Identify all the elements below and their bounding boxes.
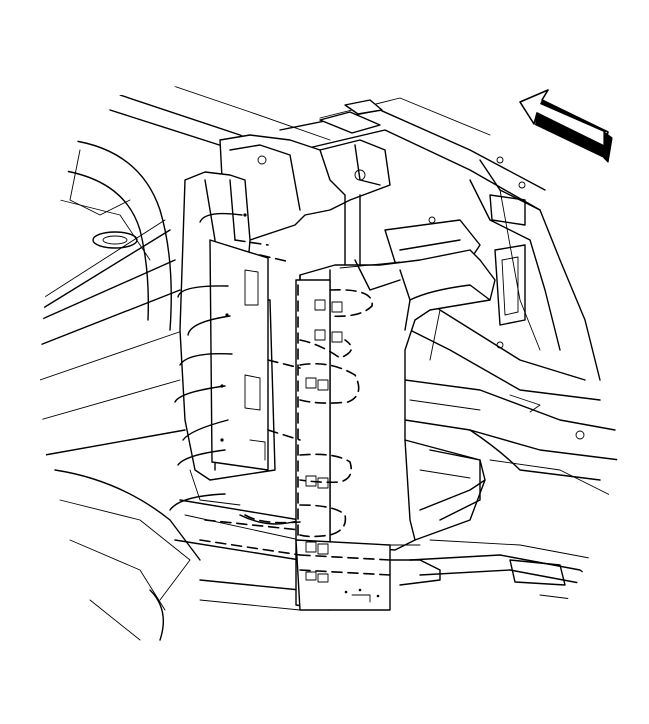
right-body-side (404, 156, 621, 621)
left-wheelhouse (59, 139, 172, 331)
floor-panels (40, 219, 201, 641)
lower-mounting-plate (295, 279, 441, 611)
roof-rail (109, 79, 546, 211)
front-direction-arrow-icon (519, 89, 613, 163)
hidden-clip-paths (199, 239, 391, 576)
center-floor (174, 499, 301, 611)
retaining-clip-slots (305, 299, 343, 583)
vehicle-body-background (40, 79, 621, 641)
clip-install-arrows (169, 212, 243, 511)
